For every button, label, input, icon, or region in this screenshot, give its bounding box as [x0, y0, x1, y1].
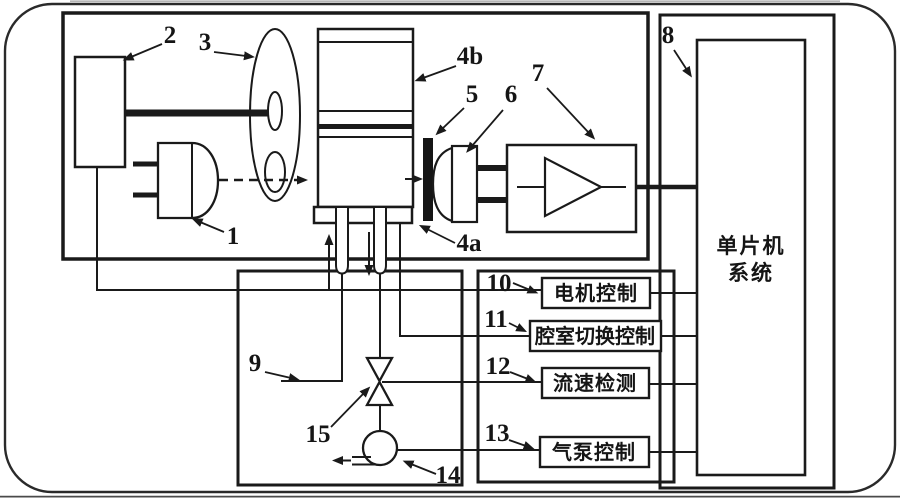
wire-motor-to-motor-control — [96, 167, 542, 291]
label-1-arrow — [191, 218, 225, 233]
label-6-arrow — [466, 109, 504, 153]
lamp-body — [156, 141, 220, 220]
label-1: 1 — [227, 223, 240, 250]
wire-chamber-to-switch-control — [399, 223, 530, 337]
label-12: 12 — [486, 353, 511, 380]
gas-chamber-body — [316, 27, 415, 209]
label-8-arrow — [673, 49, 692, 78]
label-10: 10 — [487, 270, 512, 297]
mcu-label-line2: 系统 — [728, 261, 774, 285]
label-7: 7 — [532, 60, 545, 87]
label-7-arrow — [546, 87, 596, 140]
disk-aperture-hole — [264, 151, 286, 193]
optical-filter-bar — [423, 138, 433, 221]
motor-control-box — [540, 276, 652, 310]
pneumatic-section-enclosure — [236, 269, 464, 487]
label-14-arrow — [402, 460, 437, 475]
label-12-arrow — [509, 371, 537, 383]
label-2: 2 — [164, 22, 177, 49]
mcu-box — [695, 38, 807, 477]
label-3-arrow — [213, 51, 255, 61]
optical-bench-enclosure — [61, 11, 650, 261]
label-2-arrow — [122, 43, 163, 61]
air-intake-tube — [281, 274, 343, 382]
control-blocks-enclosure — [476, 269, 676, 484]
label-13-arrow — [508, 439, 535, 450]
label-9-arrow — [264, 371, 300, 382]
air-pump-circle — [361, 429, 399, 467]
detector-body — [450, 144, 479, 224]
gas-pipe-inlet — [335, 208, 349, 275]
pump-control-label: 气泵控制 — [551, 440, 636, 464]
label-4a: 4a — [457, 230, 483, 257]
label-4b-arrow — [414, 65, 457, 82]
valve-lower-triangle — [365, 379, 394, 407]
motor-control-label: 电机控制 — [554, 281, 638, 305]
mcu-label-line1: 单片机 — [717, 234, 786, 258]
detector-lens-face — [431, 146, 453, 223]
chamber-switch-control-label: 腔室切换控制 — [534, 324, 655, 348]
amplifier-triangle — [543, 156, 604, 218]
label-3: 3 — [199, 29, 212, 56]
gas-pipe-outlet — [373, 208, 387, 275]
label-4b: 4b — [457, 43, 483, 70]
disk-hub-hole — [267, 91, 283, 131]
label-5: 5 — [466, 81, 479, 108]
flow-detection-label: 流速检测 — [553, 371, 637, 395]
label-9: 9 — [249, 350, 262, 377]
label-11-arrow — [508, 322, 528, 333]
mcu-section-enclosure — [658, 13, 836, 490]
label-10-arrow — [512, 282, 539, 294]
label-13: 13 — [485, 420, 510, 447]
label-6: 6 — [505, 81, 518, 108]
flow-detection-box — [540, 366, 651, 400]
motor-box — [73, 55, 127, 169]
label-14: 14 — [436, 462, 462, 489]
chamber-switch-control-box — [528, 319, 663, 353]
label-4a-arrow — [418, 224, 456, 244]
label-11: 11 — [484, 306, 508, 333]
label-15: 15 — [306, 421, 331, 448]
label-8: 8 — [662, 22, 675, 49]
chamber-base-flange — [312, 205, 414, 225]
pump-control-box — [538, 435, 651, 469]
valve-upper-triangle — [365, 356, 394, 384]
label-5-arrow — [435, 107, 465, 136]
label-15-arrow — [330, 386, 371, 428]
figure-frame — [3, 2, 897, 494]
